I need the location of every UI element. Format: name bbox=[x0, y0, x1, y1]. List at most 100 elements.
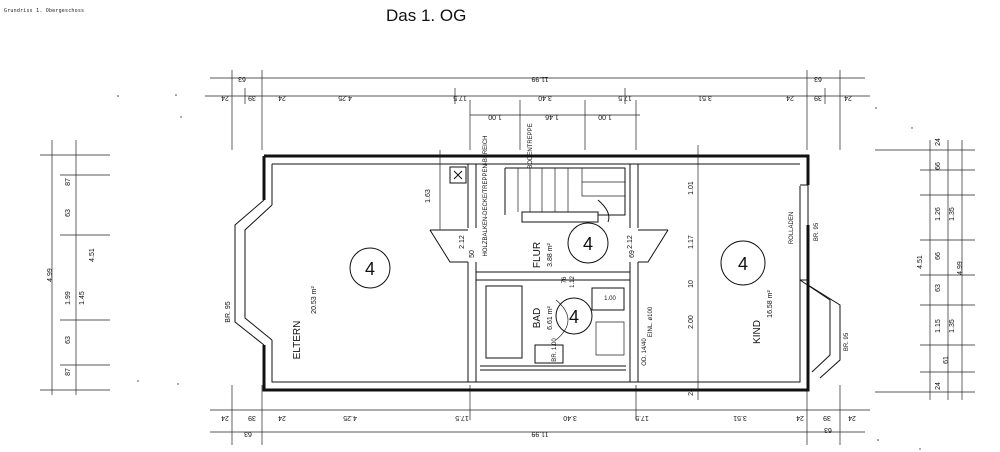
dim-right-2: 66 bbox=[935, 162, 942, 170]
dim-bottom-2: 39 bbox=[248, 414, 256, 421]
note-bad-112: 1.12 bbox=[570, 276, 576, 288]
dim-right-inner: 4.51 bbox=[917, 255, 924, 269]
dim-top-10: 39 bbox=[814, 94, 822, 101]
left-dimension-chain: 4.99 4.51 87 63 1.99 1.45 63 87 bbox=[40, 140, 110, 395]
note-bad-door: OD. 14/40 bbox=[642, 338, 648, 366]
dim-left-5: 63 bbox=[65, 336, 72, 344]
dim-bottom-10: 39 bbox=[823, 414, 831, 421]
dim-top-8: 3.51 bbox=[698, 94, 712, 101]
bathroom-fixtures bbox=[480, 285, 626, 371]
note-bad-br: BR. 1.00 bbox=[552, 338, 558, 362]
note-bad-76: 76 bbox=[562, 276, 568, 283]
building-walls bbox=[234, 154, 841, 392]
note-br95-kind-bay: BR. 95 bbox=[844, 332, 850, 351]
dim-right-3: 1.26 bbox=[935, 207, 942, 221]
dim-left-3: 1.99 bbox=[65, 291, 72, 305]
dim-top-3: 24 bbox=[278, 94, 286, 101]
dim-bottom-right-63: 63 bbox=[824, 426, 832, 433]
floor-mark-bad-text: 4 bbox=[569, 307, 579, 327]
floor-mark-bad bbox=[555, 297, 593, 335]
dim-right-9: 61 bbox=[943, 356, 950, 364]
dim-top-inner-2: 1.46 bbox=[545, 113, 559, 120]
dim-left-2: 63 bbox=[65, 209, 72, 217]
staircase bbox=[504, 167, 626, 223]
dim-top-overall: 11.99 bbox=[531, 75, 548, 82]
dim-bottom-7: 17.5 bbox=[635, 414, 649, 421]
drawing-caption: Grundriss 1. Obergeschoss bbox=[4, 8, 85, 14]
annotations: HOLZBALKEN-DECKE/TREPPEN-BEREICH BODENTR… bbox=[425, 123, 850, 400]
dim-right-4: 1.35 bbox=[949, 207, 956, 221]
dim-top-7: 17.5 bbox=[618, 94, 632, 101]
note-einl: EINL. ø100 bbox=[648, 306, 654, 337]
dim-right-8: 1.35 bbox=[949, 319, 956, 333]
dim-top-4: 4.25 bbox=[338, 94, 352, 101]
room-flur-area: 3.88 m² bbox=[547, 242, 554, 266]
dim-right-7: 1.15 bbox=[935, 319, 942, 333]
dim-right-1: 24 bbox=[935, 138, 942, 146]
room-labels: ELTERN 20.53 m² BR. 95 FLUR 3.88 m² BAD … bbox=[225, 242, 774, 359]
dim-bottom-3: 24 bbox=[278, 414, 286, 421]
room-kind-area: 16.58 m² bbox=[767, 290, 774, 318]
dim-bottom-1: 24 bbox=[221, 414, 229, 421]
dim-bottom-5: 17.5 bbox=[455, 414, 469, 421]
dim-top-inner-3: 1.00 bbox=[598, 113, 612, 120]
dim-kind-10: 10 bbox=[688, 280, 695, 288]
dim-right-6: 63 bbox=[935, 284, 942, 292]
dim-kind-101: 1.01 bbox=[688, 181, 695, 195]
bottom-dimension-chain: 11.99 63 63 24 39 24 4.25 17.5 3.40 17.5… bbox=[210, 385, 870, 445]
dim-top-1: 24 bbox=[221, 94, 229, 101]
dim-kind-117: 1.17 bbox=[688, 235, 695, 249]
dim-left-1: 87 bbox=[65, 178, 72, 186]
dim-top-11: 24 bbox=[844, 94, 852, 101]
floor-mark-eltern bbox=[349, 247, 391, 289]
room-eltern-area: 20.53 m² bbox=[311, 286, 318, 314]
scan-specks bbox=[117, 94, 921, 450]
dim-top-right-63: 63 bbox=[814, 75, 822, 82]
dim-flur-right: 2.12 bbox=[627, 235, 634, 249]
dim-kind-200: 2.00 bbox=[688, 315, 695, 329]
right-dimension-chain: 4.99 4.51 24 66 1.26 1.35 66 63 1.15 1.3… bbox=[875, 138, 975, 400]
floor-mark-kind bbox=[720, 240, 766, 286]
floor-mark-flur bbox=[567, 222, 609, 264]
floor-mark-kind-text: 4 bbox=[738, 254, 748, 274]
dim-left-6: 87 bbox=[65, 368, 72, 376]
top-dimension-chain: 11.99 63 63 24 39 24 4.25 17.5 3.40 17.5… bbox=[205, 70, 870, 150]
floor-mark-flur-text: 4 bbox=[583, 234, 593, 254]
room-flur-name: FLUR bbox=[532, 242, 543, 268]
dim-flur-left: 2.12 bbox=[459, 235, 466, 249]
dim-kind-24: 24 bbox=[688, 388, 695, 396]
dim-top-inner-1: 1.00 bbox=[488, 113, 502, 120]
room-bad-area: 6.61 m² bbox=[547, 305, 554, 329]
dim-bottom-4: 4.25 bbox=[343, 414, 357, 421]
dim-top-6: 3.40 bbox=[538, 94, 552, 101]
dim-bottom-11: 24 bbox=[848, 414, 856, 421]
room-kind-name: KIND bbox=[752, 320, 763, 344]
note-rollladen: ROLLADEN bbox=[789, 212, 795, 244]
floor-mark-eltern-text: 4 bbox=[365, 259, 375, 279]
dim-bottom-8: 3.51 bbox=[733, 414, 747, 421]
room-eltern-br: BR. 95 bbox=[225, 301, 232, 323]
dim-bottom-overall: 11.99 bbox=[531, 430, 548, 437]
dim-right-overall: 4.99 bbox=[957, 261, 964, 275]
dim-top-left-63: 63 bbox=[238, 75, 246, 82]
note-door-1-00: 1.00 bbox=[604, 296, 616, 302]
note-stair-area: HOLZBALKEN-DECKE/TREPPEN-BEREICH bbox=[483, 135, 489, 256]
room-eltern-name: ELTERN bbox=[292, 321, 303, 360]
page-title: Das 1. OG bbox=[386, 6, 467, 25]
dim-left-overall: 4.99 bbox=[47, 268, 54, 282]
dim-top-9: 24 bbox=[786, 94, 794, 101]
dim-eltern-163: 1.63 bbox=[425, 189, 432, 203]
note-br95-kind: BR. 95 bbox=[814, 222, 820, 241]
dim-bottom-left-63: 63 bbox=[244, 430, 252, 437]
floor-marks: 4 4 4 4 bbox=[349, 222, 766, 335]
dim-flur-left-b: 50 bbox=[469, 250, 476, 258]
dim-bottom-9: 24 bbox=[796, 414, 804, 421]
dim-right-10: 24 bbox=[935, 382, 942, 390]
dim-right-5: 66 bbox=[935, 252, 942, 260]
dim-top-2: 39 bbox=[248, 94, 256, 101]
dim-left-4: 1.45 bbox=[79, 291, 86, 305]
note-bodentreppe: BODENTREPPE bbox=[528, 123, 534, 168]
dim-left-inner: 4.51 bbox=[89, 248, 96, 262]
dim-flur-right-b: 69 bbox=[629, 250, 636, 258]
